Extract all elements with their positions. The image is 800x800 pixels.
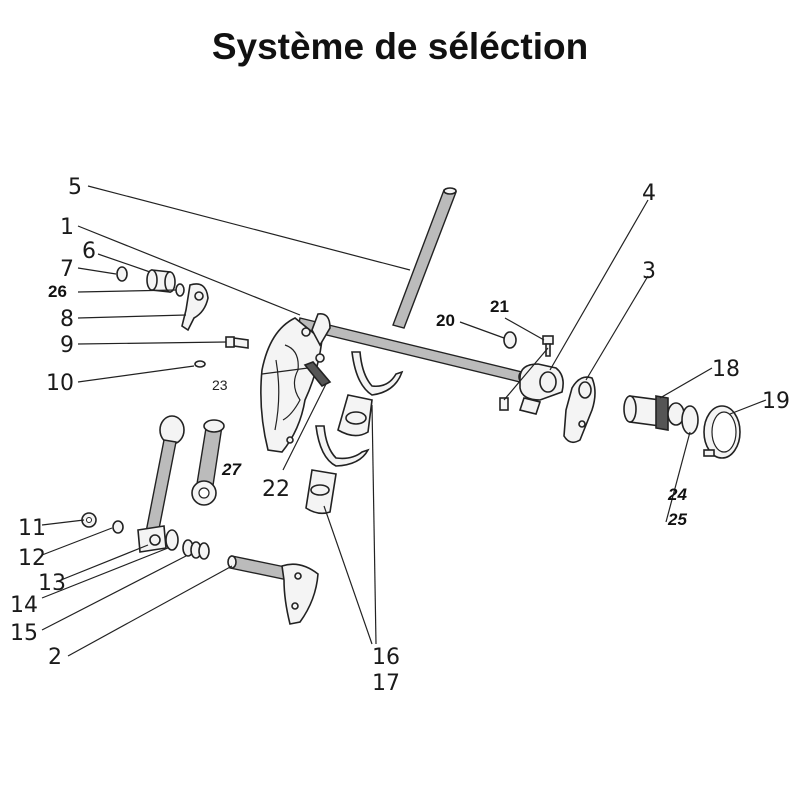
label-9: 9: [60, 333, 74, 358]
label-11: 11: [18, 516, 46, 541]
part-19-clamp: [703, 405, 741, 459]
label-7: 7: [60, 257, 74, 282]
part-24-25-ring: [681, 405, 699, 435]
label-3: 3: [642, 259, 656, 284]
part-3-bracket: [563, 376, 596, 444]
label-17: 17: [372, 671, 400, 696]
part-10-small-pin: [194, 360, 206, 368]
part-5-rod: [392, 187, 457, 329]
label-15: 15: [10, 621, 38, 646]
part-4-bearing-block: [499, 363, 564, 415]
part-8-lever: [181, 283, 209, 332]
label-5: 5: [68, 175, 82, 200]
label-14: 14: [10, 593, 38, 618]
label-19: 19: [762, 389, 790, 414]
part-1-shaft: [297, 317, 526, 383]
part-12-washer: [112, 520, 124, 534]
part-9-screw: [225, 336, 249, 349]
label-25: 25: [667, 510, 687, 529]
label-12: 12: [18, 546, 46, 571]
label-18: 18: [712, 357, 740, 382]
part-20-washer: [503, 331, 517, 349]
label-21: 21: [490, 297, 509, 316]
part-6-bushing: [146, 269, 176, 293]
label-20: 20: [436, 311, 455, 330]
leader-lines: [41, 185, 767, 657]
label-2: 2: [48, 645, 62, 670]
part-17-shift-fork: [305, 425, 370, 515]
part-27-link: [191, 419, 225, 506]
label-27: 27: [221, 460, 242, 479]
label-22: 22: [262, 477, 290, 502]
part-22-pin: [303, 353, 332, 388]
part-26-washer: [175, 283, 185, 297]
label-16: 16: [372, 645, 400, 670]
label-13: 13: [38, 571, 66, 596]
label-8: 8: [60, 307, 74, 332]
part-18-hub: [623, 395, 685, 431]
label-4: 4: [642, 181, 656, 206]
part-2-selector-shaft: [227, 555, 319, 625]
part-23-selector-plate: [260, 312, 331, 453]
label-6: 6: [82, 239, 96, 264]
part-15-spring: [182, 539, 210, 560]
label-26: 26: [48, 282, 67, 301]
label-24: 24: [667, 485, 687, 504]
part-13-pedal-lever: [137, 415, 185, 553]
diagram-title: Système de séléction: [211, 26, 589, 67]
part-7-ring: [116, 266, 128, 282]
label-1: 1: [60, 215, 74, 240]
part-16-shift-fork: [337, 351, 404, 437]
part-14-washer: [165, 529, 179, 551]
part-11-nut: [81, 512, 97, 528]
label-10: 10: [46, 371, 74, 396]
label-23: 23: [212, 377, 228, 393]
